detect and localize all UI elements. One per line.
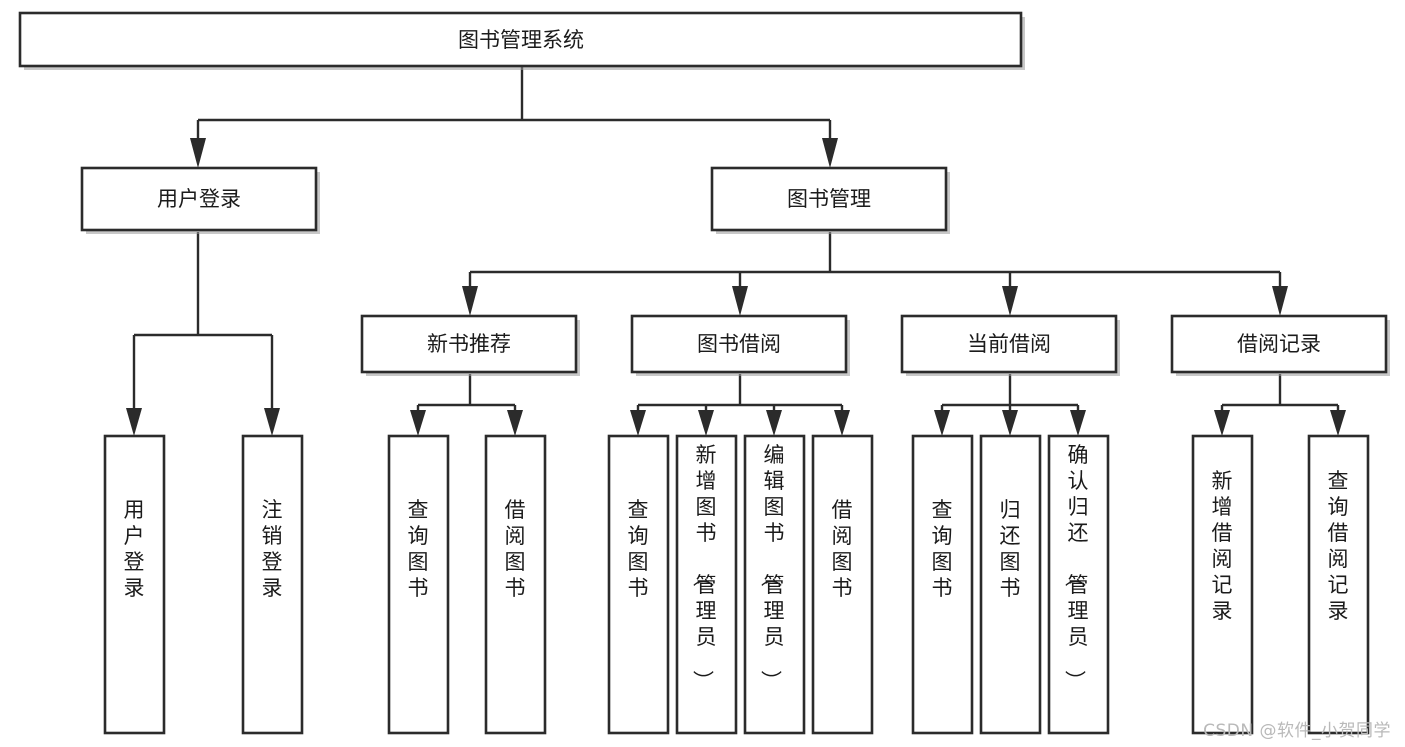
node-label: 用户登录 [124, 498, 145, 600]
node-label: 查询图书 [628, 498, 649, 600]
node-leaf-user-logout[interactable]: 注销登录 [241, 434, 304, 735]
node-box [360, 314, 578, 374]
connector-newbook-to-leaves [410, 374, 523, 436]
connector-currentborrow-to-leaves [934, 374, 1086, 436]
node-label: 新增借阅记录 [1212, 469, 1233, 623]
node-box [630, 314, 848, 374]
arrow-icon [766, 410, 782, 436]
node-box [387, 434, 450, 735]
arrow-icon [462, 286, 478, 316]
node-box [900, 314, 1118, 374]
node-box [484, 434, 547, 735]
connector-bookmanage-to-level3 [462, 232, 1288, 316]
node-label: 归还图书 [1000, 498, 1021, 600]
node-leaf-return-book[interactable]: 归还图书 [979, 434, 1042, 735]
arrow-icon [1002, 286, 1018, 316]
arrow-icon [1070, 410, 1086, 436]
node-label: 图书管理系统 [458, 28, 584, 52]
node-leaf-query-record[interactable]: 查询借阅记录 [1307, 434, 1370, 735]
node-box [1047, 434, 1110, 735]
node-leaf-borrow-book-1[interactable]: 借阅图书 [484, 434, 547, 735]
node-current-borrow[interactable]: 当前借阅 [900, 314, 1120, 376]
node-box [1170, 314, 1388, 374]
arrow-icon [410, 410, 426, 436]
node-label: 新书推荐 [427, 332, 511, 356]
arrow-icon [934, 410, 950, 436]
node-leaf-edit-book[interactable]: 编辑图书（管理员） [743, 434, 806, 735]
node-leaf-user-login[interactable]: 用户登录 [103, 434, 166, 735]
node-root-book-management-system[interactable]: 图书管理系统 [18, 11, 1025, 70]
node-label: 借阅图书 [505, 498, 526, 600]
node-box [18, 11, 1023, 68]
arrow-icon [190, 138, 206, 168]
node-box [1307, 434, 1370, 735]
node-leaf-borrow-book-2[interactable]: 借阅图书 [811, 434, 874, 735]
arrow-icon [1002, 410, 1018, 436]
node-new-book-recommend[interactable]: 新书推荐 [360, 314, 580, 376]
connector-borrowrecord-to-leaves [1214, 374, 1346, 436]
node-label: 借阅图书 [832, 498, 853, 600]
arrow-icon [834, 410, 850, 436]
node-label: 当前借阅 [967, 332, 1051, 356]
node-label: 确认归还（管理员） [1063, 443, 1089, 691]
arrow-icon [822, 138, 838, 168]
node-label: 借阅记录 [1237, 332, 1321, 356]
node-label: 编辑图书（管理员） [759, 443, 785, 691]
node-book-management[interactable]: 图书管理 [710, 166, 950, 234]
node-leaf-query-book-2[interactable]: 查询图书 [607, 434, 670, 735]
node-label: 新增图书（管理员） [691, 443, 717, 691]
node-box [1191, 434, 1254, 735]
node-label: 用户登录 [157, 187, 241, 211]
node-box [607, 434, 670, 735]
arrow-icon [264, 408, 280, 436]
node-label: 图书借阅 [697, 332, 781, 356]
node-label: 查询图书 [408, 498, 429, 600]
node-label: 图书管理 [787, 187, 871, 211]
node-leaf-add-book[interactable]: 新增图书（管理员） [675, 434, 738, 735]
arrow-icon [1214, 410, 1230, 436]
node-box [710, 166, 948, 232]
connector-userlogin-to-leaves [126, 232, 280, 436]
node-box [80, 166, 318, 232]
node-box [911, 434, 974, 735]
node-borrow-record[interactable]: 借阅记录 [1170, 314, 1390, 376]
node-box [811, 434, 874, 735]
node-leaf-query-book-3[interactable]: 查询图书 [911, 434, 974, 735]
arrow-icon [126, 408, 142, 436]
node-user-login[interactable]: 用户登录 [80, 166, 320, 234]
node-label: 查询借阅记录 [1328, 469, 1349, 623]
arrow-icon [1330, 410, 1346, 436]
node-leaf-add-record[interactable]: 新增借阅记录 [1191, 434, 1254, 735]
arrow-icon [732, 286, 748, 316]
node-label: 查询图书 [932, 498, 953, 600]
node-label: 注销登录 [262, 498, 283, 600]
arrow-icon [630, 410, 646, 436]
arrow-icon [507, 410, 523, 436]
node-box [979, 434, 1042, 735]
node-leaf-query-book-1[interactable]: 查询图书 [387, 434, 450, 735]
node-box [103, 434, 166, 735]
node-leaf-confirm-return[interactable]: 确认归还（管理员） [1047, 434, 1110, 735]
node-box [743, 434, 806, 735]
connector-bookborrow-to-leaves [630, 374, 850, 436]
arrow-icon [698, 410, 714, 436]
node-book-borrow[interactable]: 图书借阅 [630, 314, 850, 376]
csdn-watermark: CSDN @软件_小贺同学 [1203, 721, 1391, 741]
connector-root-to-level2 [190, 66, 838, 168]
node-box [675, 434, 738, 735]
node-box [241, 434, 304, 735]
arrow-icon [1272, 286, 1288, 316]
